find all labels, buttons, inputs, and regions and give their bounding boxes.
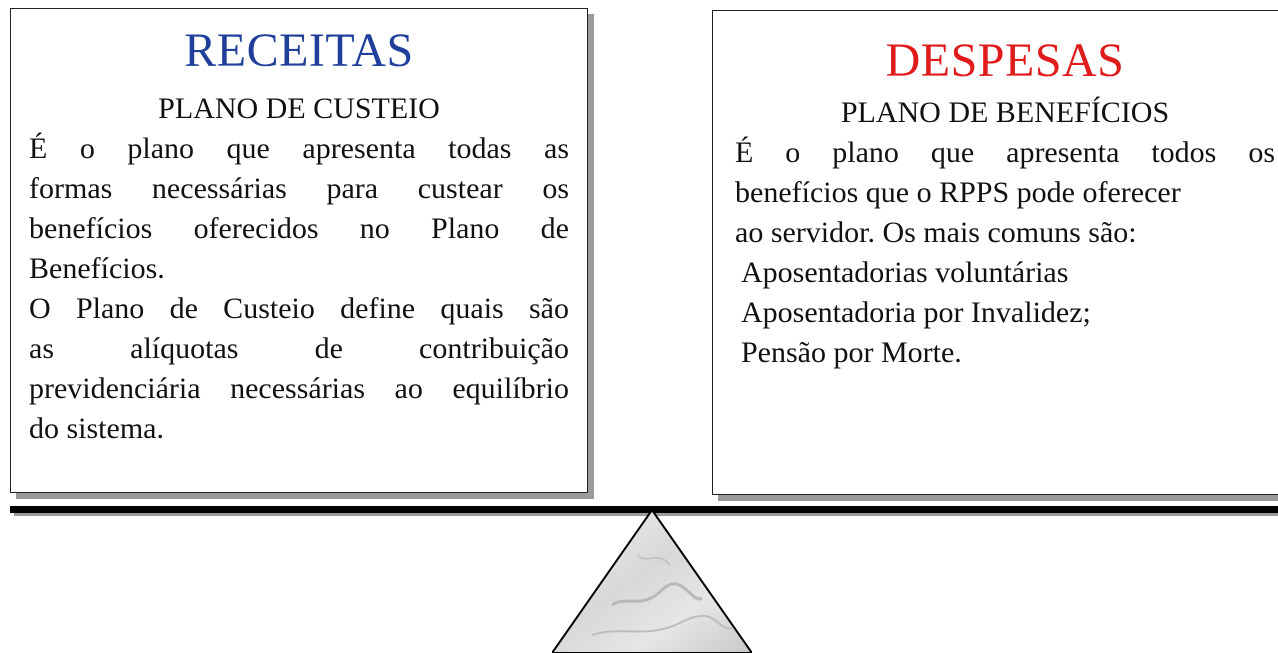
receitas-text-line: Benefícios. — [29, 252, 165, 285]
plano-de-beneficios-subtitle: PLANO DE BENEFÍCIOS — [840, 96, 1170, 129]
receitas-box: RECEITAS PLANO DE CUSTEIO É o plano que … — [10, 8, 588, 493]
despesas-box: DESPESAS PLANO DE BENEFÍCIOS É o plano q… — [712, 10, 1278, 495]
receitas-text-line: benefícios oferecidos no Plano de — [29, 212, 569, 245]
plano-de-custeio-subtitle: PLANO DE CUSTEIO — [158, 92, 440, 125]
beam-shadow — [14, 513, 1278, 516]
receitas-title: RECEITAS — [184, 24, 414, 77]
benefit-item: Aposentadorias voluntárias — [741, 256, 1069, 289]
receitas-text-line: formas necessárias para custear os — [29, 172, 569, 205]
despesas-title: DESPESAS — [885, 34, 1125, 87]
receitas-text-line: O Plano de Custeio define quais são — [29, 292, 569, 325]
benefit-item: Pensão por Morte. — [741, 336, 962, 369]
fulcrum-triangle — [552, 510, 752, 653]
receitas-text-line: previdenciária necessárias ao equilíbrio — [29, 372, 569, 405]
despesas-text-line: ao servidor. Os mais comuns são: — [735, 216, 1137, 249]
despesas-text-line: benefícios que o RPPS pode oferecer — [735, 176, 1181, 209]
receitas-text-line: as alíquotas de contribuição — [29, 332, 569, 365]
balance-beam — [10, 506, 1278, 513]
fulcrum-shape — [552, 510, 752, 653]
receitas-text-line: do sistema. — [29, 412, 164, 445]
receitas-text-line: É o plano que apresenta todas as — [29, 132, 569, 165]
despesas-text-line: É o plano que apresenta todos os — [735, 136, 1275, 169]
benefit-item: Aposentadoria por Invalidez; — [741, 296, 1091, 329]
